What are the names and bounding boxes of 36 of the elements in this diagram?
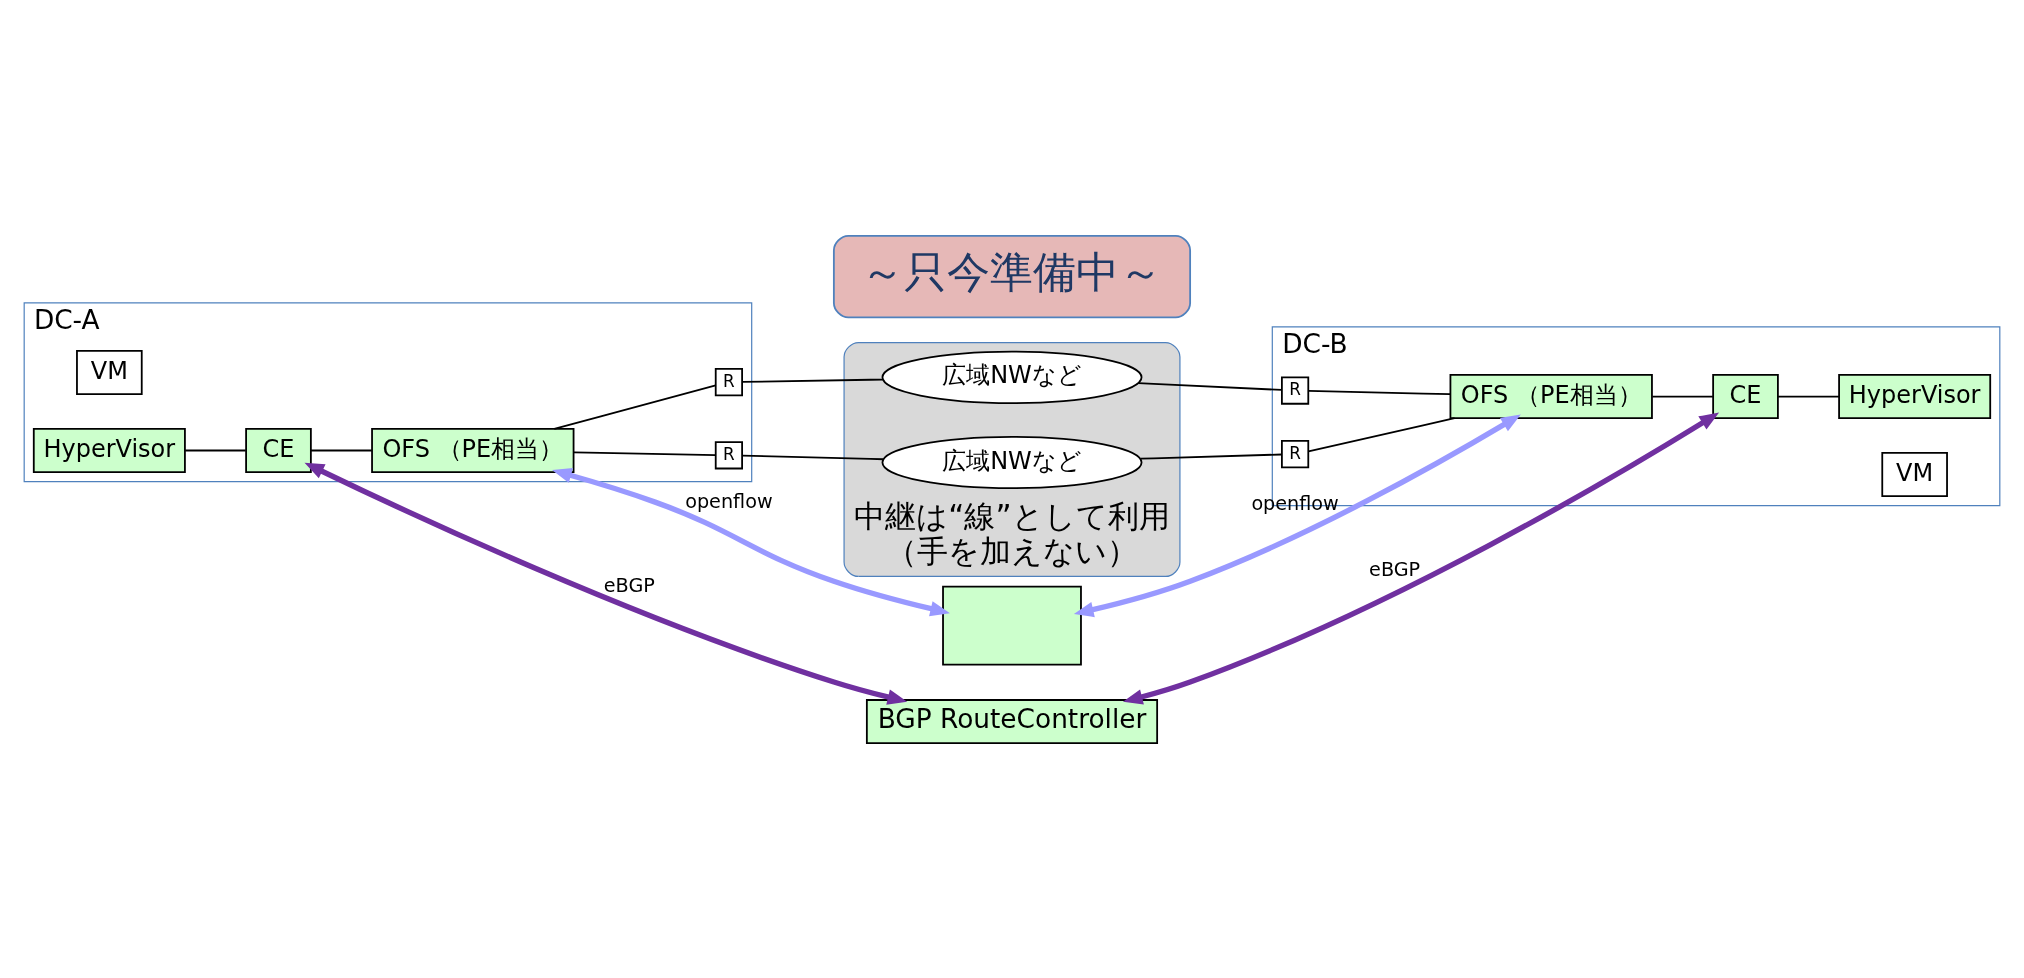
- node-box: R: [714, 367, 743, 396]
- connector: [1307, 389, 1452, 395]
- arrow: [1073, 414, 1521, 617]
- edge-label: eBGP: [1369, 557, 1421, 581]
- node-box: ～只今準備中～: [832, 234, 1192, 318]
- node-ellipse: 広域NWなど: [881, 350, 1143, 404]
- edge-label: eBGP: [603, 573, 655, 597]
- node-box: CE: [245, 427, 312, 473]
- connector: [310, 449, 373, 451]
- arrow: [304, 462, 908, 705]
- connector: [1139, 453, 1283, 460]
- node-ellipse: 広域NWなど: [881, 435, 1143, 489]
- edge-label: openflow: [685, 489, 773, 513]
- node-box: VM: [1881, 451, 1948, 497]
- connector: [1651, 395, 1714, 397]
- connector: [1307, 416, 1456, 452]
- connector: [184, 449, 247, 451]
- node-box: HyperVisor: [32, 427, 186, 473]
- node-box: R: [1281, 375, 1310, 405]
- node-box: R: [714, 440, 743, 469]
- node-box: R: [1281, 439, 1310, 468]
- connector: [741, 454, 885, 460]
- connector: [1137, 381, 1283, 391]
- connector: [741, 378, 884, 383]
- connector: [553, 384, 717, 430]
- node-box: [942, 585, 1082, 666]
- node-box: HyperVisor: [1838, 373, 1992, 419]
- arrow: [1122, 412, 1720, 704]
- node-box: OFS （PE相当）: [371, 427, 575, 473]
- node-box: VM: [76, 349, 143, 395]
- node-box: OFS （PE相当）: [1449, 373, 1653, 419]
- connector: [573, 451, 717, 456]
- node-box: BGP RouteController: [865, 698, 1159, 744]
- node-box: CE: [1712, 373, 1779, 419]
- connector: [1777, 395, 1840, 397]
- arrow: [552, 467, 950, 616]
